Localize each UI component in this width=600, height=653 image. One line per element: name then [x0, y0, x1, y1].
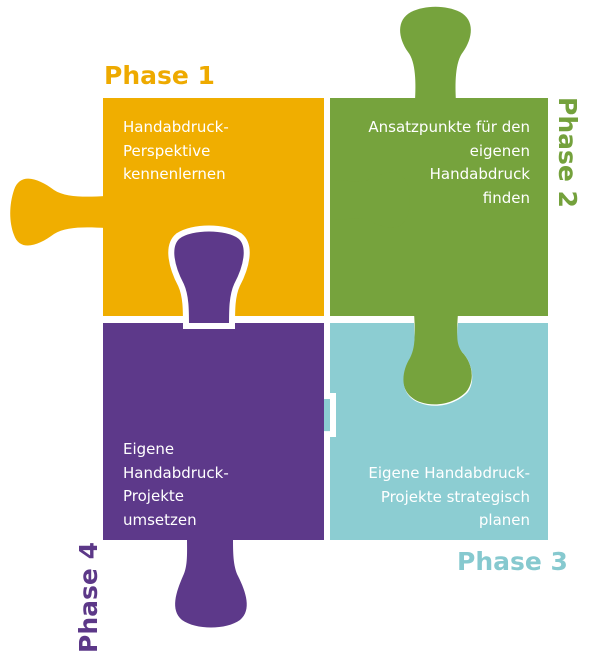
piece-4-knob-bottom	[175, 537, 247, 628]
phase-4-label: Phase 4	[74, 542, 103, 653]
piece-3-body	[330, 323, 548, 540]
piece-1-knob	[10, 178, 106, 246]
phase-1-label: Phase 1	[104, 61, 215, 90]
piece-4-knob-top	[168, 225, 250, 329]
phase-2-description: Ansatzpunkte für den eigenen Handabdruck…	[368, 118, 530, 207]
phase-3-description: Eigene Handabdruck- Projekte strategisch…	[368, 464, 530, 529]
piece-2-knob-top	[400, 6, 471, 101]
phase-2-label: Phase 2	[553, 97, 582, 208]
puzzle-piece-phase-2	[330, 6, 548, 405]
phase-3-label: Phase 3	[457, 547, 568, 576]
piece-2-knob-left	[333, 172, 410, 228]
puzzle-piece-phase-4	[103, 225, 324, 628]
piece-4-body	[103, 323, 324, 540]
puzzle-diagram	[10, 6, 548, 628]
piece-2-knob-bottom	[402, 313, 472, 405]
phase-1-description: Handabdruck- Perspektive kennenlernen	[123, 118, 229, 183]
phase-4-description: Eigene Handabdruck- Projekte umsetzen	[123, 440, 229, 529]
